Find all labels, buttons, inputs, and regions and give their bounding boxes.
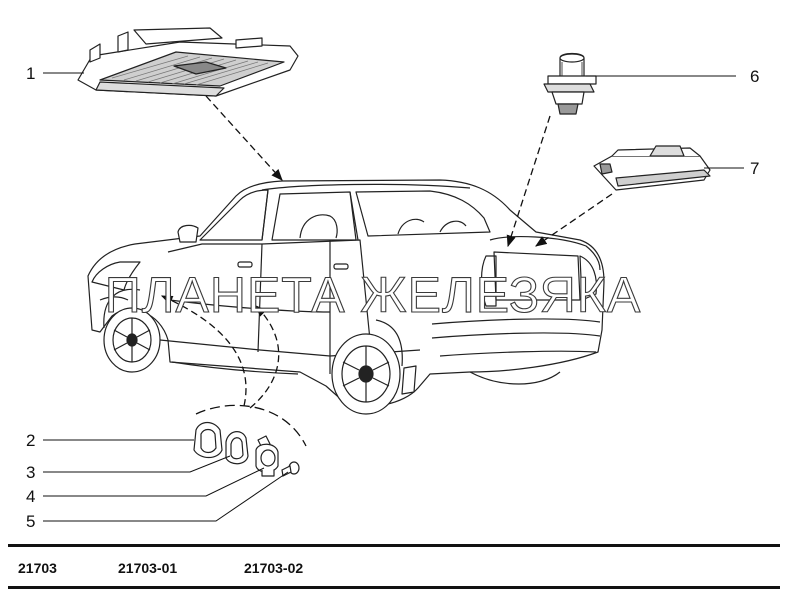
code-21703: 21703 [18,560,57,576]
part-1-interior-lamp [77,27,299,97]
callout-5: 5 [26,512,35,531]
part-7-trunk-lamp [593,145,711,191]
code-21703-01: 21703-01 [118,560,178,576]
callout-1: 1 [26,64,35,83]
part-2-seal [193,421,223,459]
sedan-car-illustration [87,179,605,415]
callout-3: 3 [26,463,35,482]
part-4-door-switch [255,435,279,477]
callout-6: 6 [750,67,759,86]
code-21703-02: 21703-02 [244,560,304,576]
footer-code-bar: 21703 21703-01 21703-02 [8,544,780,589]
part-6-switch [543,52,597,115]
watermark-text: ПЛАНЕТА ЖЕЛЕЗЯКА [105,267,641,323]
part-3-gasket [225,431,249,465]
leader-lines [43,72,744,522]
callout-7: 7 [750,159,759,178]
callout-2: 2 [26,431,35,450]
part-5-screw [281,461,300,477]
callout-4: 4 [26,487,35,506]
dashed-arrows [160,95,613,447]
